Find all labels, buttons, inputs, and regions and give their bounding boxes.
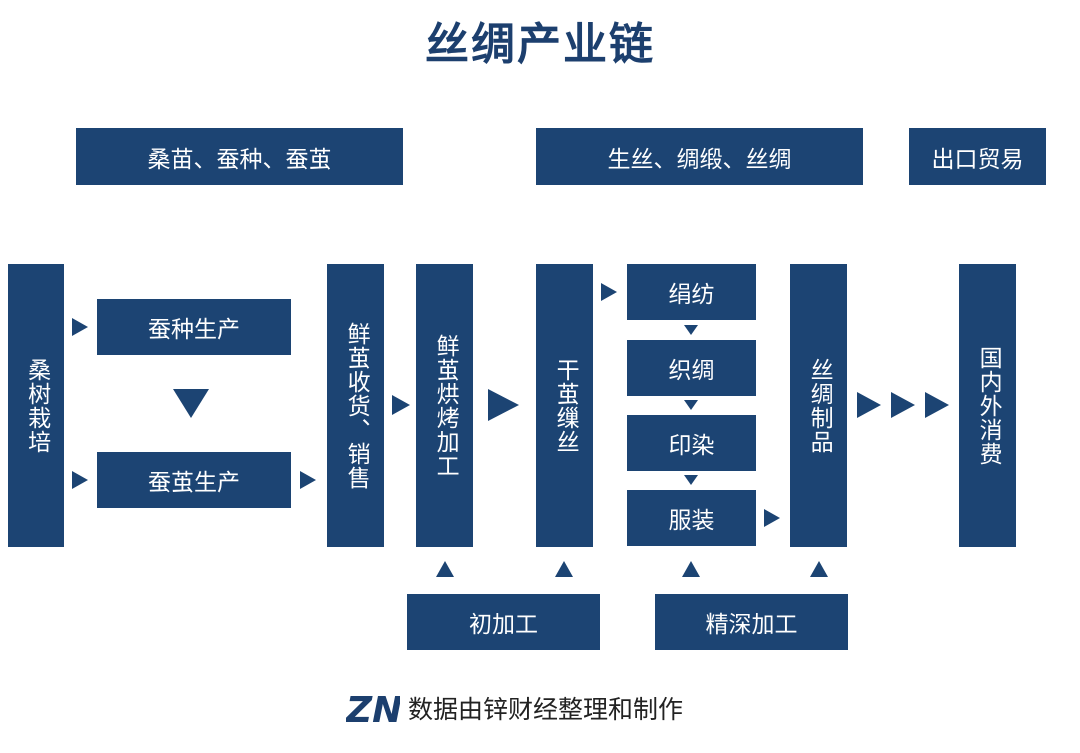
node-garments: 服装: [627, 490, 756, 546]
category-raw-materials: 桑苗、蚕种、蚕茧: [76, 128, 403, 185]
node-mulberry-label: 桑树栽培: [23, 357, 50, 454]
arrow-right-icon: [392, 395, 410, 415]
arrow-down-icon: [173, 389, 209, 418]
arrow-down-icon: [684, 475, 698, 485]
stage-deep-processing: 精深加工: [655, 594, 848, 650]
node-cocoon-label: 蚕茧生产: [148, 470, 240, 496]
node-spinning-label: 绢纺: [668, 282, 715, 308]
node-garments-label: 服装: [668, 508, 715, 534]
category-silk-label: 生丝、绸缎、丝绸: [607, 146, 792, 173]
arrow-right-icon: [300, 471, 316, 489]
node-mulberry-cultivation: 桑树栽培: [8, 264, 64, 547]
node-fresh-cocoon-label: 鲜茧收货、销售: [343, 321, 370, 490]
arrow-right-icon: [925, 392, 949, 418]
node-silk-products-label: 丝绸制品: [806, 357, 833, 454]
arrow-right-icon: [764, 509, 780, 527]
node-fresh-cocoon-trade: 鲜茧收货、销售: [327, 264, 384, 547]
stage-primary-processing: 初加工: [407, 594, 600, 650]
arrow-up-icon: [436, 561, 454, 577]
node-dyeing-label: 印染: [668, 433, 715, 459]
node-weaving-label: 织绸: [668, 358, 715, 384]
category-export-trade: 出口贸易: [909, 128, 1046, 185]
node-silk-spinning: 绢纺: [627, 264, 756, 320]
arrow-right-icon: [488, 389, 519, 421]
node-cocoon-drying-label: 鲜茧烘烤加工: [432, 333, 459, 478]
category-raw-label: 桑苗、蚕种、蚕茧: [147, 146, 332, 173]
node-silk-products: 丝绸制品: [790, 264, 847, 547]
category-silk-goods: 生丝、绸缎、丝绸: [536, 128, 863, 185]
stage-deep-label: 精深加工: [705, 612, 798, 638]
arrow-right-icon: [601, 283, 617, 301]
arrow-right-icon: [72, 471, 88, 489]
node-silk-weaving: 织绸: [627, 340, 756, 396]
arrow-up-icon: [810, 561, 828, 577]
zn-logo-text: ZN: [346, 690, 400, 726]
arrow-right-icon: [857, 392, 881, 418]
node-cocoon-drying: 鲜茧烘烤加工: [416, 264, 473, 547]
arrow-right-icon: [891, 392, 915, 418]
node-dry-cocoon-reeling: 干茧缫丝: [536, 264, 593, 547]
category-export-label: 出口贸易: [931, 146, 1024, 173]
arrow-up-icon: [682, 561, 700, 577]
arrow-right-icon: [72, 318, 88, 336]
node-consumption-label: 国内外消费: [975, 345, 1002, 466]
footer-text: 数据由锌财经整理和制作: [408, 695, 684, 724]
node-egg-label: 蚕种生产: [148, 317, 240, 343]
node-silkworm-egg-production: 蚕种生产: [97, 299, 291, 355]
zn-logo-icon: ZN: [346, 690, 400, 726]
node-domestic-foreign-consumption: 国内外消费: [959, 264, 1016, 547]
node-reeling-label: 干茧缫丝: [552, 357, 579, 454]
page-title: 丝绸产业链: [425, 19, 655, 70]
arrow-up-icon: [555, 561, 573, 577]
node-cocoon-production: 蚕茧生产: [97, 452, 291, 508]
node-printing-dyeing: 印染: [627, 415, 756, 471]
stage-primary-label: 初加工: [469, 612, 538, 638]
footer-credit: ZN 数据由锌财经整理和制作: [346, 690, 683, 726]
arrow-down-icon: [684, 325, 698, 335]
arrow-down-icon: [684, 400, 698, 410]
